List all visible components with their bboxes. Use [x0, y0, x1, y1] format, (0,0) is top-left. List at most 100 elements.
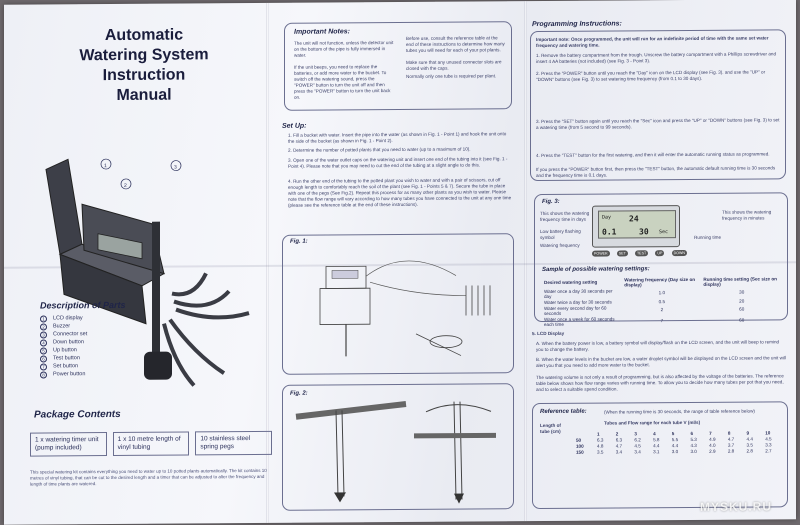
watermark: MYSKU.RU: [699, 499, 772, 514]
table-cell: 3.4: [634, 448, 641, 454]
table-row: Water once a week for 60 seconds each ti…: [542, 314, 782, 327]
part-number: 5: [40, 346, 47, 355]
setup-step: 1. Fill a bucket with water. Insert the …: [288, 131, 507, 144]
lcd-button[interactable]: TEST: [634, 250, 649, 257]
ref-length-header: Length of tube (cm): [540, 422, 561, 435]
part-label: Up button: [53, 347, 77, 354]
part-label: Buzzer: [53, 323, 71, 330]
lcd-value: 30: [639, 227, 649, 237]
part-label: LCD display: [53, 315, 83, 322]
table-cell: 3.0: [690, 448, 697, 454]
device-illustration: 1 2 3: [45, 158, 250, 387]
title-line: Watering System: [79, 46, 209, 65]
table-cell: Water once a day 30 seconds per day: [544, 288, 613, 299]
lcd-display-title: 5. LCD Display: [532, 330, 565, 337]
package-item: 1 x 10 metre length of vinyl tubing: [112, 431, 190, 457]
table-header: Watering frequency (Day size on display): [624, 276, 696, 287]
table-cell: 1.0: [658, 290, 666, 296]
volume-note: The watering volume is not only a result…: [536, 373, 784, 393]
lcd-sec-label: Sec: [659, 229, 669, 236]
part-label: Power button: [53, 371, 86, 378]
part-number: 3: [40, 330, 47, 339]
prog-step: 1. Remove the battery compartment from t…: [536, 51, 776, 65]
reference-box: [532, 401, 788, 510]
lcd-button[interactable]: UP: [655, 250, 665, 257]
part-item: 8 Power button: [40, 370, 87, 379]
table-cell: Water once a week for 60 seconds each ti…: [544, 316, 615, 327]
part-label: Test button: [53, 355, 80, 362]
svg-text:2: 2: [124, 183, 127, 189]
title-line: Manual: [116, 86, 172, 104]
note-item: If the unit beeps, you need to replace t…: [294, 64, 391, 100]
lcd-caption: Low battery flashing symbol: [540, 228, 581, 241]
package-item: 10 stainless steel spring pegs: [195, 430, 273, 456]
table-cell: 3.4: [615, 448, 623, 454]
tube-length: 150: [576, 449, 584, 455]
note-item: Normally only one tube is required per p…: [406, 73, 497, 79]
svg-text:3: 3: [174, 165, 177, 171]
figure-2-drawing: [295, 400, 496, 504]
table-cell: Water twice a day for 30 seconds: [544, 299, 612, 305]
part-number: 1: [40, 314, 47, 323]
ref-title: Reference table:: [540, 408, 587, 416]
lcd-screen: Day 24 0.1 30 Sec: [598, 210, 676, 239]
title-line: Automatic: [104, 26, 184, 45]
table-cell: 7: [660, 318, 664, 324]
prog-title: Programming Instructions:: [532, 20, 622, 29]
svg-text:1: 1: [104, 163, 107, 169]
lcd-button[interactable]: POWER: [592, 250, 610, 257]
lcd-caption: Watering frequency: [540, 242, 580, 249]
table-cell: 3.0: [671, 448, 679, 454]
table-cell: 60: [739, 306, 745, 312]
lcd-button[interactable]: DOWN: [671, 249, 687, 257]
setup-step: 3. Open one of the water outlet caps on …: [288, 156, 508, 169]
table-cell: 30: [739, 289, 745, 295]
note-item: Make sure that any unused connector slot…: [406, 59, 502, 71]
prog-step: If you press the "POWER" button first, t…: [536, 165, 776, 179]
setup-step: 2. Determine the number of potted plants…: [288, 146, 471, 153]
prog-step: 3. Press the "SET" button again until yo…: [536, 117, 780, 131]
setup-step: 4. Run the other end of the tubing to th…: [288, 177, 512, 208]
table-cell: 60: [739, 317, 745, 323]
fig3-label: Fig. 3:: [542, 198, 560, 206]
lcd-value: 0.1: [602, 227, 617, 237]
sample-title: Sample of possible watering settings:: [542, 266, 650, 274]
table-header: Desired watering setting: [544, 279, 598, 285]
manual-title: Automatic Watering System Instruction Ma…: [54, 25, 234, 106]
figure-1-drawing: [319, 260, 491, 357]
instruction-sheet: Automatic Watering System Instruction Ma…: [4, 0, 796, 525]
lcd-button[interactable]: SET: [616, 250, 628, 257]
lcd-note: B. When the water levels in the bucket a…: [536, 355, 786, 369]
lcd-note: A. When the battery power is low, a batt…: [536, 339, 780, 353]
part-label: Down button: [53, 339, 84, 346]
important-note: Important note: Once programmed, the uni…: [536, 35, 769, 49]
part-number: 7: [40, 362, 47, 371]
lcd-caption: Running time: [694, 234, 722, 240]
ref-flow-header: Tubes and Flow range for each tube V (ml…: [604, 419, 701, 426]
ref-subtitle: (When the running time is 30 seconds, th…: [604, 408, 755, 415]
table-cell: 3.5: [597, 449, 604, 455]
lcd-value: 24: [629, 214, 639, 224]
lcd-panel: Day 24 0.1 30 Sec: [592, 205, 680, 248]
package-title: Package Contents: [34, 408, 121, 421]
fold-line: [524, 1, 527, 522]
setup-title: Set Up:: [282, 122, 307, 130]
title-line: Instruction: [102, 66, 186, 85]
part-number: 6: [40, 354, 47, 363]
package-note: This special watering kit contains every…: [30, 467, 267, 487]
part-number: 2: [40, 322, 47, 331]
lcd-day-label: Day: [602, 214, 612, 221]
lcd-button-row: POWER SET TEST UP DOWN: [592, 249, 687, 257]
fig1-label: Fig. 1:: [290, 238, 308, 245]
table-cell: 2.7: [765, 447, 772, 453]
prog-step: 2. Press the "POWER" button until you re…: [536, 69, 766, 83]
lcd-caption: This shows the watering frequency time i…: [540, 210, 590, 223]
part-label: Connector set: [53, 331, 88, 338]
package-item: 1 x watering timer unit (pump included): [30, 432, 107, 457]
table-cell: 3.1: [653, 448, 660, 454]
table-cell: 2.8: [746, 448, 753, 454]
part-number: 8: [40, 370, 47, 379]
package-contents: 1 x watering timer unit (pump included) …: [30, 430, 273, 457]
